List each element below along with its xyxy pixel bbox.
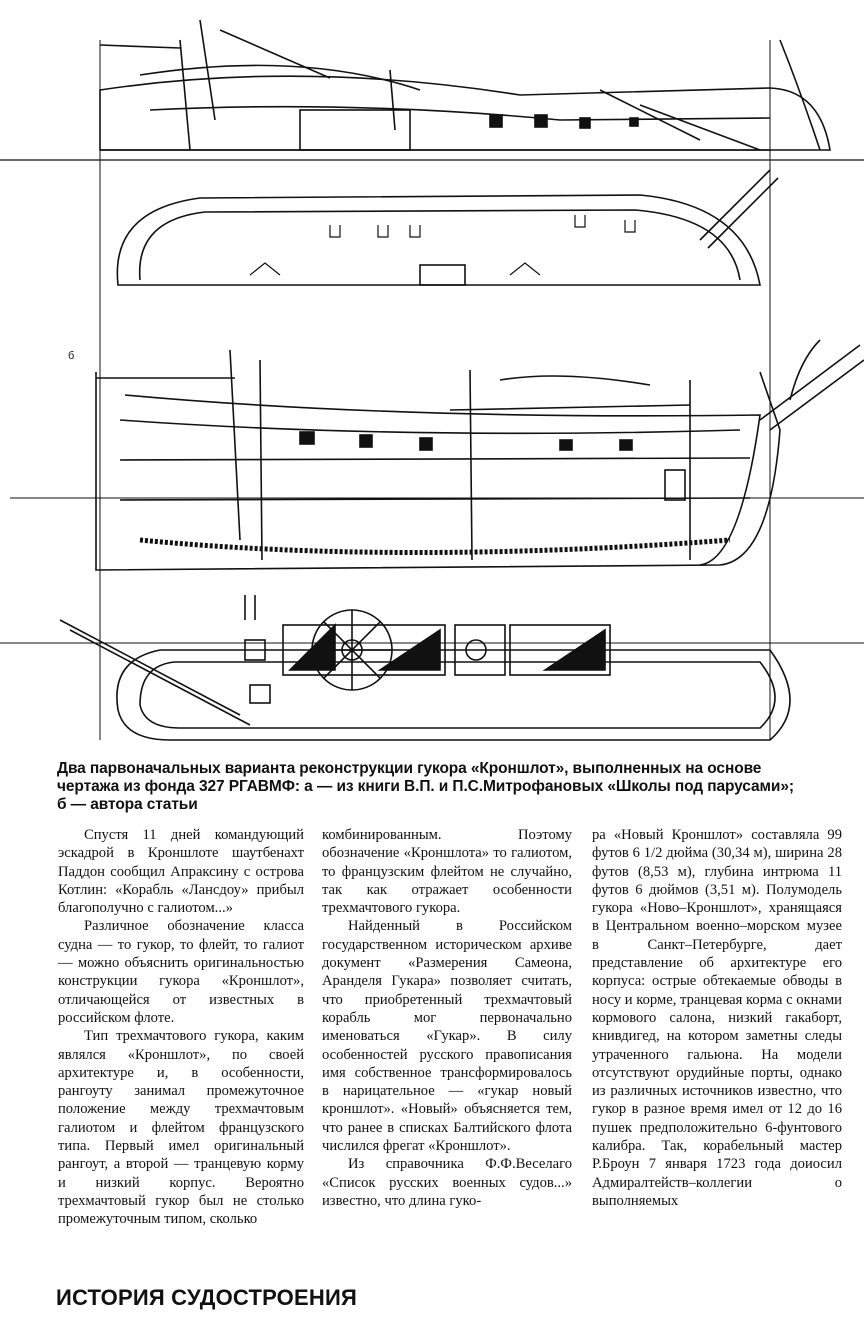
paragraph: Найденный в Российском государственном и… (322, 918, 572, 1155)
drawing-b-profile (95, 339, 864, 571)
paragraph: Различное обозначение класса судна — то … (58, 918, 304, 1026)
paragraph: ра «Новый Кроншлот» составляла 99 футов … (592, 827, 842, 1209)
caption-line: Два парвоначальных варианта реконструкци… (57, 760, 762, 777)
ship-drawings (0, 19, 864, 741)
paragraph: Из справочника Ф.Ф.Веселаго «Список русс… (322, 1156, 572, 1209)
figure-label-b: б (68, 350, 75, 362)
paragraph: комбинированным. Поэтому обозначение «Кр… (322, 827, 572, 917)
caption-line: б — автора статьи (57, 796, 198, 813)
drawing-a-profile (99, 19, 831, 151)
paragraph: Тип трехмачтового гукора, каким являлся … (58, 1028, 304, 1228)
figure-caption: Два парвоначальных варианта реконструкци… (57, 760, 857, 814)
drawing-b-plan (59, 595, 791, 741)
text-column-1: Спустя 11 дней командующий эскадрой в Кр… (58, 826, 304, 1229)
paragraph: Спустя 11 дней командующий эскадрой в Кр… (58, 827, 304, 917)
caption-line: чертажа из фонда 327 РГАВМФ: а — из книг… (57, 778, 794, 795)
section-title: ИСТОРИЯ СУДОСТРОЕНИЯ (56, 1285, 357, 1310)
text-column-2: комбинированным. Поэтому обозначение «Кр… (322, 826, 572, 1210)
drawing-a-plan (116, 169, 779, 286)
ship-drawings-figure: б (0, 19, 864, 741)
text-column-3: ра «Новый Кроншлот» составляла 99 футов … (592, 826, 842, 1210)
